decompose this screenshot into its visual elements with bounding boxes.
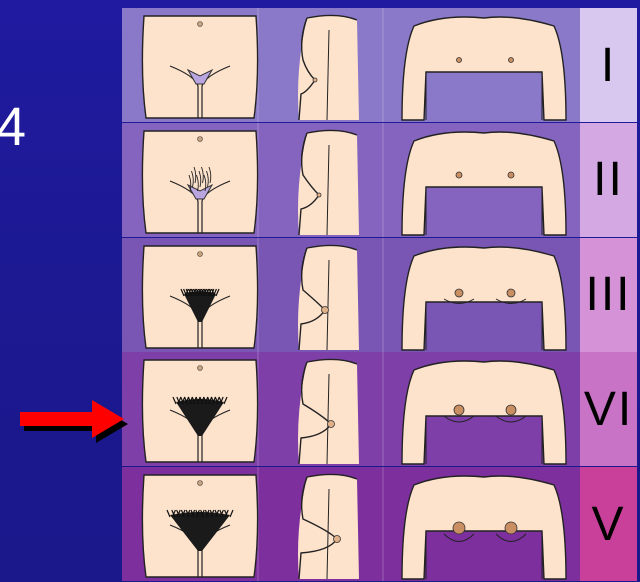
- stage-illustrations: [122, 238, 580, 352]
- stage-illustrations: [122, 352, 580, 466]
- breast-front-drawing: [402, 132, 566, 235]
- pubic-hair-drawing: [142, 131, 257, 233]
- breast-side-drawing: [298, 15, 359, 120]
- breast-side-drawing: [298, 245, 359, 350]
- pubic-hair-drawing: [142, 475, 257, 577]
- stage-label: II: [580, 123, 637, 237]
- stage-row-4: VI: [122, 352, 637, 466]
- stage-row-3: III: [122, 238, 637, 352]
- breast-side-drawing: [298, 360, 359, 465]
- stage-row-5: V: [122, 467, 637, 581]
- tanner-stage-panel: I II III: [122, 8, 637, 582]
- stage-row-2: II: [122, 123, 637, 237]
- stage-label: III: [580, 238, 637, 352]
- pubic-hair-drawing: [142, 360, 257, 462]
- pubic-hair-drawing: [142, 16, 257, 118]
- breast-front-drawing: [402, 17, 566, 120]
- stage-label: I: [580, 8, 637, 122]
- stage-row-1: I: [122, 8, 637, 122]
- breast-front-drawing: [402, 247, 566, 350]
- stage-illustrations: [122, 123, 580, 237]
- stage-label: V: [580, 467, 637, 581]
- red-arrow-icon: [18, 396, 133, 446]
- breast-front-drawing: [402, 476, 566, 579]
- stage-label: VI: [580, 352, 637, 466]
- breast-side-drawing: [298, 475, 359, 580]
- slide-number-fragment: 4: [0, 100, 26, 154]
- stage-illustrations: [122, 8, 580, 122]
- pubic-hair-drawing: [142, 246, 257, 348]
- breast-side-drawing: [298, 130, 359, 235]
- stage-illustrations: [122, 467, 580, 581]
- breast-front-drawing: [402, 361, 566, 464]
